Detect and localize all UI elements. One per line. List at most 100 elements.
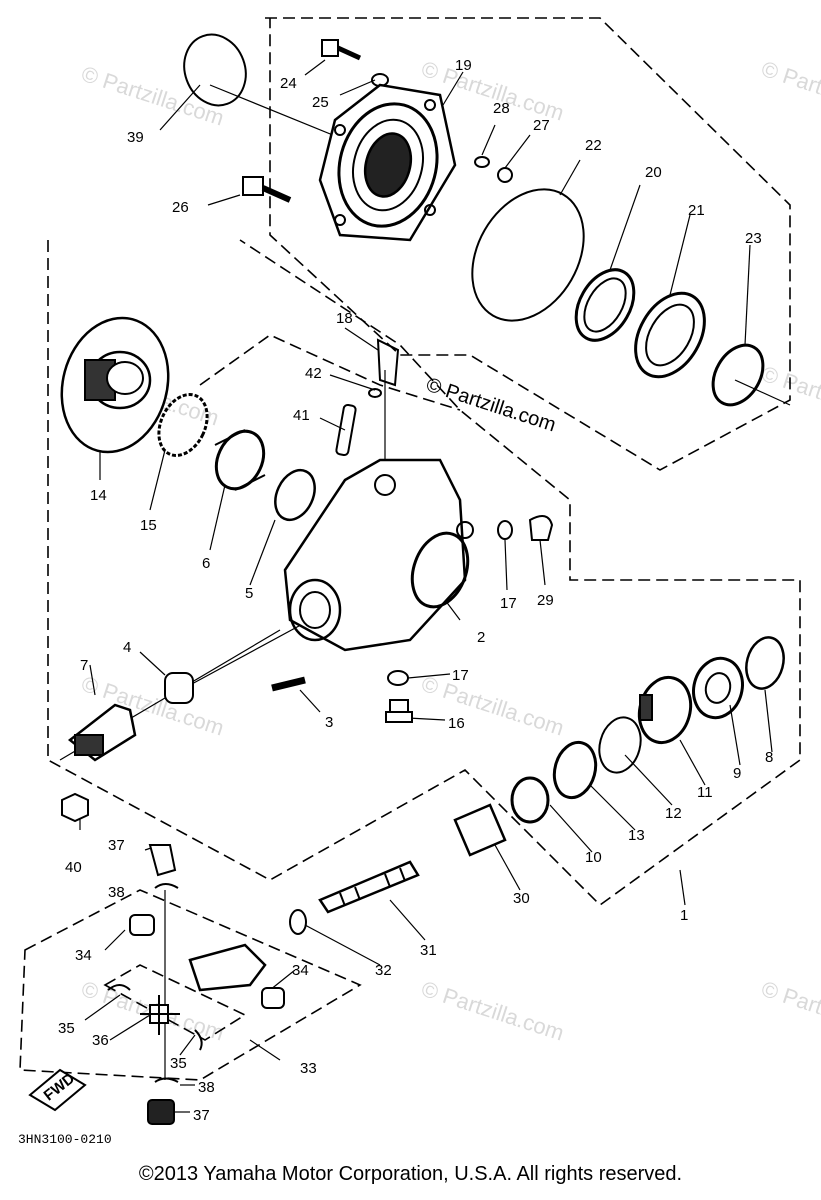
shim-8 [745,636,785,690]
callout-2: 2 [477,629,485,646]
breather-18 [376,338,400,387]
callout-34b: 34 [292,962,309,979]
callout-35b: 35 [170,1055,187,1072]
watermark: © Partzilla.com [78,61,227,131]
bolt-26 [242,176,292,203]
bearing-9 [692,656,744,720]
cover-19 [318,83,457,242]
seal-13 [552,740,598,800]
gear-case-2 [283,458,474,652]
callout-37b: 37 [193,1107,210,1124]
watermark: © Partzilla.com [418,671,567,741]
callout-32: 32 [375,962,392,979]
cover-group-outline [265,17,791,471]
bearing-cap-34 [261,987,285,1009]
callout-26: 26 [172,199,189,216]
ring-gear-14 [60,316,170,454]
callout-15: 15 [140,517,157,534]
callout-13: 13 [628,827,645,844]
callout-38b: 38 [198,1079,215,1096]
callout-8: 8 [765,749,773,766]
o-ring-12 [598,716,642,774]
callout-39: 39 [127,129,144,146]
circlip-23 [711,343,765,407]
callout-23: 23 [745,230,762,247]
callout-40: 40 [65,859,82,876]
washer-28 [474,156,490,168]
cap-29 [528,515,554,541]
seal-20 [574,268,636,342]
clip-38-upper [154,883,179,889]
callout-20: 20 [645,164,662,181]
drive-shaft-31 [318,860,420,914]
callout-41: 41 [293,407,310,424]
sleeve-30 [453,803,507,857]
spider-36 [140,995,180,1035]
pinion-gear-7 [67,703,137,762]
callout-19: 19 [455,57,472,74]
callout-36: 36 [92,1032,109,1049]
callout-38a: 38 [108,884,125,901]
callout-10: 10 [585,849,602,866]
o-ring-22 [471,188,585,322]
clip-42 [368,388,382,398]
fwd-arrow [28,1068,87,1112]
callout-27: 27 [533,117,550,134]
stud-3 [271,676,306,692]
parts [28,33,785,1125]
callout-42: 42 [305,365,322,382]
callout-30: 30 [513,890,530,907]
group-outlines [19,17,801,1081]
o-ring-39 [183,33,247,107]
plug-16 [385,699,413,723]
shim-5 [274,468,316,522]
exploded-parts-diagram: © Partzilla.com © Partzilla.com © Partzi… [18,17,821,1147]
inner-gear-outline [199,334,461,411]
watermark: © Partzilla.com [758,56,821,126]
callout-11: 11 [697,784,713,801]
callout-22: 22 [585,137,602,154]
cap-37-upper [148,844,177,877]
copyright-notice: ©2013 Yamaha Motor Corporation, U.S.A. A… [138,1163,683,1185]
watermark: © Partzilla.com [418,976,567,1046]
ujoint-inner-outline [103,964,247,1041]
callout-33: 33 [300,1060,317,1077]
bearing-4 [164,672,194,704]
callout-16: 16 [448,715,465,732]
bushing-10 [510,776,550,824]
bearing-15 [157,393,209,457]
clip-38-lower [154,1077,179,1083]
yoke-33 [188,943,267,992]
callout-14: 14 [90,487,107,504]
callout-37a: 37 [108,837,125,854]
washer-17 [497,520,513,540]
callout-25: 25 [312,94,329,111]
nut-40 [61,792,89,823]
screw-27 [497,167,513,183]
ring-nut-11 [637,675,693,745]
watermark: © Partzilla.com [758,976,821,1046]
bolt-24 [321,39,362,61]
seal-21 [634,291,706,379]
pin-41 [335,403,357,457]
callout-24: 24 [280,75,297,92]
callout-17b: 17 [452,667,469,684]
bearing-6 [214,429,266,491]
callout-1: 1 [680,907,688,924]
callout-18: 18 [336,310,353,327]
diagram-code: 3HN3100-0210 [18,1132,112,1147]
callout-17a: 17 [500,595,517,612]
washer-17 [387,670,409,686]
callout-28: 28 [493,100,510,117]
callout-34a: 34 [75,947,92,964]
circlip-35 [107,984,131,991]
callout-3: 3 [325,714,333,731]
main-assembly-outline [47,239,801,907]
callout-numbers: 39 24 25 19 28 27 22 20 21 23 26 18 42 4… [58,57,773,1124]
callout-9: 9 [733,765,741,782]
callout-21: 21 [688,202,705,219]
callout-7: 7 [80,657,88,674]
callout-12: 12 [665,805,682,822]
callout-6: 6 [202,555,210,572]
callout-5: 5 [245,585,253,602]
